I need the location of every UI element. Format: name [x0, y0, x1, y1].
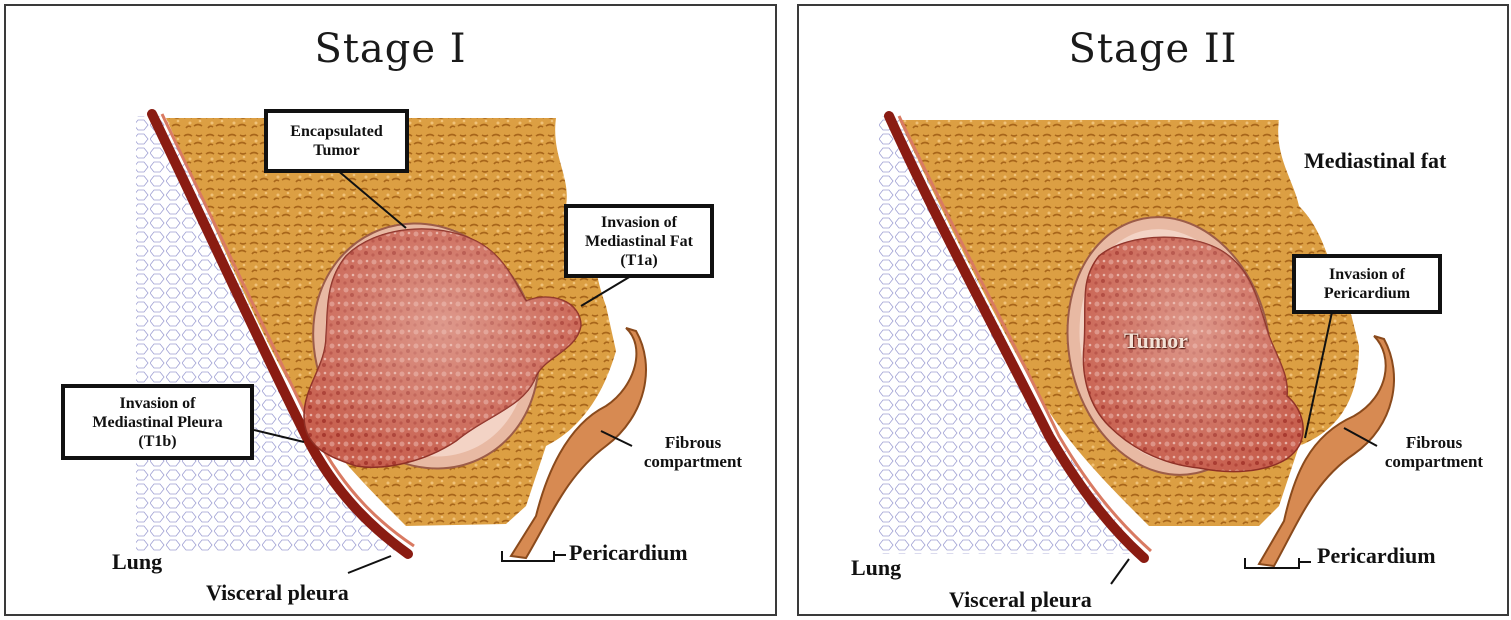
visceral-pleura-label: Visceral pleura — [206, 581, 349, 605]
stage-1-illustration — [6, 6, 777, 616]
tumor-label: Tumor — [1124, 328, 1188, 354]
lung-label: Lung — [851, 556, 901, 580]
invasion-fat-label: Invasion of Mediastinal Fat (T1a) — [564, 204, 714, 278]
fibrous-compartment-label: Fibrous compartment — [628, 434, 758, 471]
invasion-pericardium-label: Invasion of Pericardium — [1292, 254, 1442, 314]
stage-1-panel: Stage I Encapsulated Tumor Invasion of M… — [4, 4, 777, 616]
leader-visceral — [1111, 559, 1129, 584]
stage-1-title: Stage I — [6, 26, 775, 72]
pericardium-label: Pericardium — [1317, 544, 1436, 568]
stage-2-panel: Stage II Mediastinal fat Invasion of Per… — [797, 4, 1509, 616]
pericardium-label: Pericardium — [569, 541, 688, 565]
leader-visceral — [348, 556, 391, 573]
lung-label: Lung — [112, 550, 162, 574]
stage-2-title: Stage II — [799, 26, 1507, 72]
fibrous-compartment-label: Fibrous compartment — [1369, 434, 1499, 471]
mediastinal-fat-label: Mediastinal fat — [1304, 149, 1446, 173]
invasion-pleura-label: Invasion of Mediastinal Pleura (T1b) — [61, 384, 254, 460]
visceral-pleura-label: Visceral pleura — [949, 588, 1092, 612]
encapsulated-tumor-label: Encapsulated Tumor — [264, 109, 409, 173]
